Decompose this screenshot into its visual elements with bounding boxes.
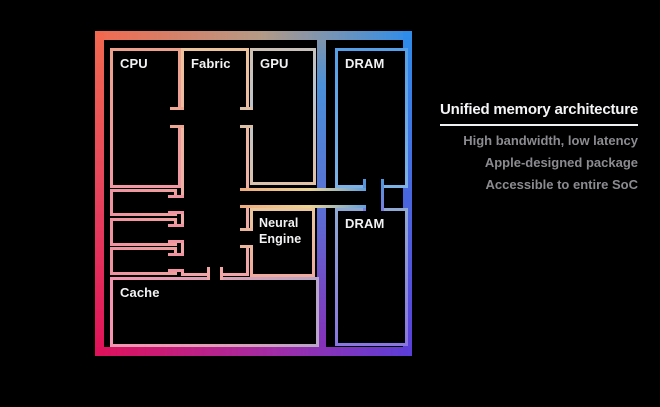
- cache-label: Cache: [120, 285, 160, 300]
- dram-top-block: DRAM: [335, 48, 408, 188]
- fabric-block: Fabric: [181, 48, 249, 276]
- gpu-label: GPU: [260, 56, 289, 71]
- info-panel: Unified memory architecture High bandwid…: [440, 101, 638, 196]
- cpu-block: CPU: [110, 48, 181, 188]
- frame-top-edge: [95, 31, 412, 40]
- feature-bullet-3: Accessible to entire SoC: [485, 177, 638, 192]
- dram-bottom-label: DRAM: [345, 216, 385, 231]
- dram-top-label: DRAM: [345, 56, 385, 71]
- frame-bottom-edge: [95, 347, 412, 356]
- panel-bullets: High bandwidth, low latency Apple-design…: [463, 130, 638, 196]
- small-block-3-connector: [168, 253, 184, 272]
- cpu-label: CPU: [120, 56, 148, 71]
- cache-block: Cache: [110, 277, 319, 347]
- gpu-block: GPU: [250, 48, 316, 185]
- cache-fabric-connector: [207, 267, 223, 280]
- frame-left-edge: [95, 31, 104, 356]
- fabric-label: Fabric: [191, 56, 231, 71]
- dram-to-dram-connector: [363, 179, 384, 211]
- small-block-2-connector: [168, 224, 184, 243]
- cpu-fabric-connector: [170, 107, 184, 128]
- small-block-1-connector: [168, 195, 184, 214]
- feature-bullet-2: Apple-designed package: [484, 155, 638, 170]
- panel-title: Unified memory architecture: [440, 101, 638, 126]
- small-block-2: [110, 218, 177, 246]
- dram-bottom-block: DRAM: [335, 208, 408, 346]
- small-block-3: [110, 247, 177, 275]
- neural-fabric-connector: [240, 228, 253, 248]
- small-block-1: [110, 189, 177, 216]
- frame-right-edge: [403, 31, 412, 356]
- neural-engine-label: Neural Engine: [259, 216, 302, 246]
- feature-bullet-1: High bandwidth, low latency: [463, 133, 638, 148]
- gpu-fabric-connector: [240, 107, 253, 128]
- neural-engine-block: Neural Engine: [250, 208, 315, 277]
- fabric-to-dram-bus: [240, 188, 366, 208]
